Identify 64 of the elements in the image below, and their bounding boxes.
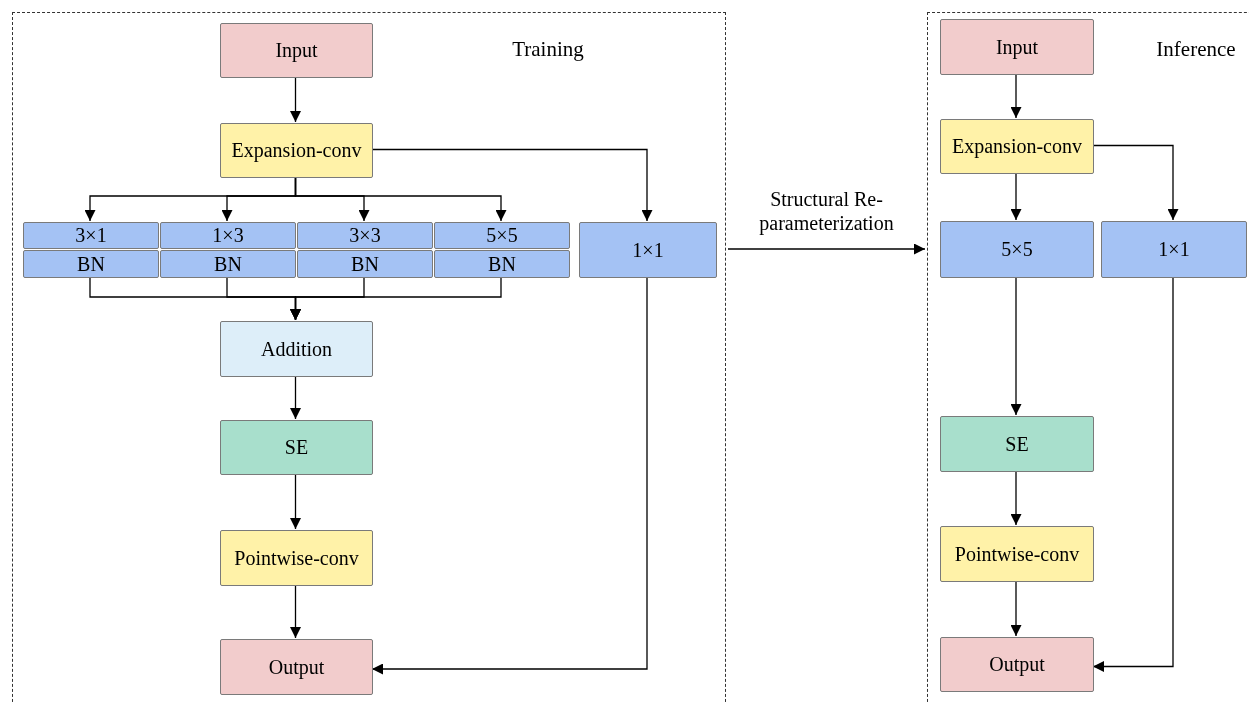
conv-box	[23, 222, 159, 249]
box-label: Input	[275, 39, 318, 62]
box-label: 1×1	[1158, 238, 1190, 261]
box-label: BN	[77, 252, 105, 276]
conv-box	[297, 222, 433, 249]
arrow	[290, 76, 301, 123]
box-label: 5×5	[1001, 238, 1033, 261]
box-label: Output	[268, 655, 325, 679]
arrow	[1010, 276, 1022, 416]
box-label: Input	[995, 35, 1039, 59]
arrow	[371, 148, 653, 222]
arrow	[727, 243, 926, 255]
conv-box	[434, 222, 570, 249]
arrow	[1010, 580, 1022, 637]
input-box	[940, 19, 1094, 75]
arrow	[290, 473, 301, 530]
conv-box	[1101, 221, 1247, 278]
conv-box	[220, 530, 373, 586]
conv-box	[220, 123, 373, 178]
box-label: Output	[989, 653, 1045, 676]
box-label: 3×3	[349, 224, 381, 247]
panel-title: Training	[512, 37, 584, 62]
input-box	[220, 23, 373, 78]
output-box	[220, 639, 373, 695]
bn-box	[160, 250, 296, 278]
bn-box	[23, 250, 159, 278]
dashed-panel	[927, 12, 1249, 702]
box-label: Pointwise-conv	[954, 542, 1080, 566]
arrow	[1092, 144, 1179, 221]
bn-box	[434, 250, 570, 278]
arrow	[1010, 172, 1022, 221]
arrow	[294, 176, 507, 222]
box-label: BN	[351, 252, 379, 276]
arrow	[290, 375, 301, 420]
conv-box	[579, 222, 717, 278]
arrow	[1010, 470, 1022, 526]
arrow	[1010, 73, 1022, 119]
addition-box	[220, 321, 373, 377]
conv-box	[160, 222, 296, 249]
output-box	[940, 637, 1094, 692]
conv-box	[940, 221, 1094, 278]
box-label: BN	[214, 252, 242, 276]
conv-box	[940, 119, 1094, 174]
box-label: 5×5	[486, 224, 518, 247]
se-box	[220, 420, 373, 475]
box-label: 3×1	[75, 224, 107, 247]
panel-title: Inference	[1156, 37, 1236, 62]
arrow	[371, 276, 648, 675]
box-label: 1×3	[212, 224, 244, 247]
arrow	[290, 276, 502, 321]
arrow	[1092, 276, 1174, 672]
box-label: BN	[488, 252, 516, 276]
box-label: SE	[1005, 432, 1029, 456]
arrow	[290, 584, 301, 639]
box-label: Expansion-conv	[952, 135, 1082, 158]
dashed-panel	[12, 12, 726, 702]
box-label: Pointwise-conv	[234, 546, 359, 570]
box-label: SE	[284, 436, 309, 459]
box-label: Expansion-conv	[231, 139, 362, 162]
box-label: 1×1	[632, 238, 664, 262]
bn-box	[297, 250, 433, 278]
se-box	[940, 416, 1094, 472]
box-label: Addition	[260, 337, 333, 361]
conv-box	[940, 526, 1094, 582]
